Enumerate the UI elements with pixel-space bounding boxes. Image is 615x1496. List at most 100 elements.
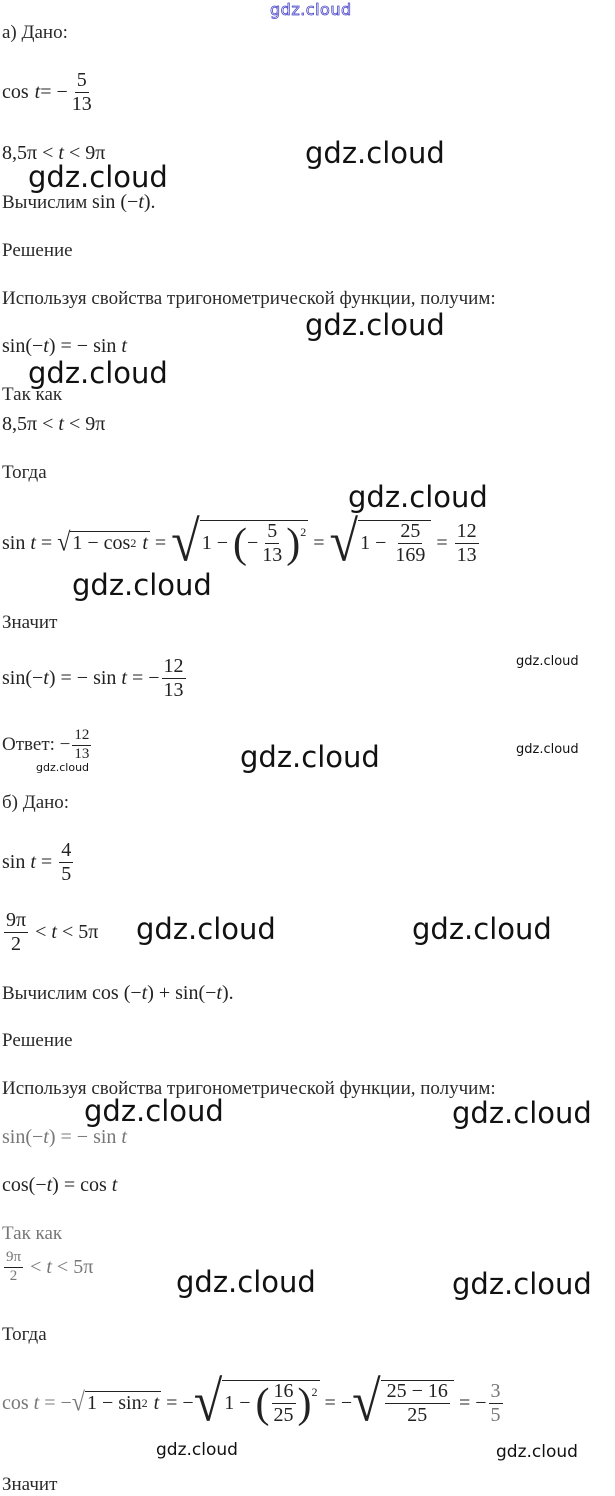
fraction: 5 13 [260,521,284,566]
numerator: 16 [271,1380,296,1405]
part-a-given-interval: 8,5π < t < 9π [2,142,105,165]
denominator: 169 [395,544,426,567]
left-paren: ( [232,520,247,567]
part-a-therefore-label: Значит [2,612,58,633]
answer-fraction: 12 13 [72,727,92,763]
equals: = [35,851,58,873]
watermark: gdz.cloud [176,1265,316,1299]
numerator: 12 [161,655,186,679]
less-than: < [51,1255,74,1278]
right-paren: ) [297,1380,312,1427]
interval-left: 8,5π [2,413,38,435]
part-b-task: Вычислим cos (− t ) + sin(− t ). [2,982,234,1005]
sin-label: sin [2,531,31,554]
watermark: gdz.cloud [305,308,445,342]
square-root: √ 1 − 25 169 [329,511,432,574]
radicand-text: 1 − sin [86,1392,142,1415]
minus: − [246,532,259,555]
denominator: 13 [262,544,283,567]
less-than: < [37,413,59,435]
equals-minus: = − [319,1391,353,1414]
identity-lhs: sin(− [2,1126,44,1148]
radicand-one: 1 − [201,532,233,555]
radical-sign: √ [352,1371,381,1434]
task-expr: sin (− [92,191,139,213]
radical-sign: √ [57,529,71,558]
watermark: gdz.cloud [36,761,90,774]
numerator: 5 [74,69,89,93]
interval-right: 5π [78,921,99,943]
part-b-heading: б) Дано: [2,792,70,813]
var-t: t [51,921,57,943]
part-b-given-sin: sin t = 4 5 [2,840,75,885]
answer-label: Ответ: − [2,734,71,756]
exponent: 2 [130,536,137,551]
fraction: 12 13 [161,655,186,701]
numerator: 9π [4,909,29,933]
denominator: 2 [11,933,22,955]
denominator: 13 [163,679,184,701]
var-t: t [111,1174,118,1196]
watermark: gdz.cloud [156,1440,238,1460]
radicand-one: 1 − [360,532,392,555]
var-t: t [121,667,127,689]
var-t: t [43,1126,49,1148]
less-than: < [37,142,59,164]
numerator: 5 [265,520,280,545]
interval-right: 9π [85,142,106,164]
task-prefix: Вычислим [2,191,93,213]
task-expr-cos: cos (− [92,982,142,1004]
watermark: gdz.cloud [496,1442,578,1462]
denominator: 5 [61,863,72,885]
denominator: 25 [407,1404,428,1427]
sin-label: sin [2,851,31,873]
part-a-result: sin(− t ) = − sin t = − 12 13 [2,656,188,701]
square-root: √ 1 − ( − 5 13 ) 2 [171,514,309,571]
interval-left: 8,5π [2,142,38,164]
watermark: gdz.cloud [136,912,276,946]
fraction: 25 − 16 25 [384,1380,450,1427]
var-t: t [46,1255,52,1278]
identity-mid: ) = cos [52,1174,112,1196]
denominator: 2 [9,1267,18,1284]
less-than: < [63,413,86,435]
var-t: t [58,413,64,435]
part-a-then-label: Тогда [2,462,47,483]
numerator: 3 [488,1379,503,1404]
part-b-identity-sin: sin(− t ) = − sin t [2,1126,127,1149]
task-expr-sin: ) + sin(− [147,982,217,1004]
result-fraction: 12 13 [454,520,479,566]
var-t: t [121,1126,127,1148]
fraction: 16 25 [271,1380,296,1426]
part-a-property-text: Используя свойства тригонометрической фу… [2,288,496,309]
radicand-text: 1 − cos [72,532,131,555]
fraction: 4 5 [59,840,74,885]
watermark: gdz.cloud [348,480,488,514]
var-t: t [30,531,36,554]
exponent: 2 [141,1396,148,1411]
watermark: gdz.cloud [516,654,579,669]
radical-sign: √ [329,511,359,574]
part-a-since-label: Так как [2,384,63,405]
watermark: gdz.cloud [452,1267,592,1301]
part-a-solution-label: Решение [2,240,73,261]
denominator: 5 [490,1403,501,1426]
numerator: 25 − 16 [384,1380,450,1405]
var-t: t [141,982,148,1004]
fraction: 25 169 [393,521,427,566]
result-mid: ) = − sin [48,667,122,689]
watermark: gdz.cloud [240,740,380,774]
identity-lhs: sin(− [2,335,44,357]
right-paren: ) [286,520,301,567]
cos-label: cos [2,1391,34,1414]
radical-sign: √ [193,1371,223,1434]
cos-label: cos [2,81,29,103]
result-lhs: sin(− [2,667,44,689]
watermark: gdz.cloud [28,356,168,390]
var-t: t [43,667,49,689]
identity-mid: ) = − sin [48,1126,122,1148]
watermark: gdz.cloud [72,568,212,602]
less-than: < [63,142,86,164]
